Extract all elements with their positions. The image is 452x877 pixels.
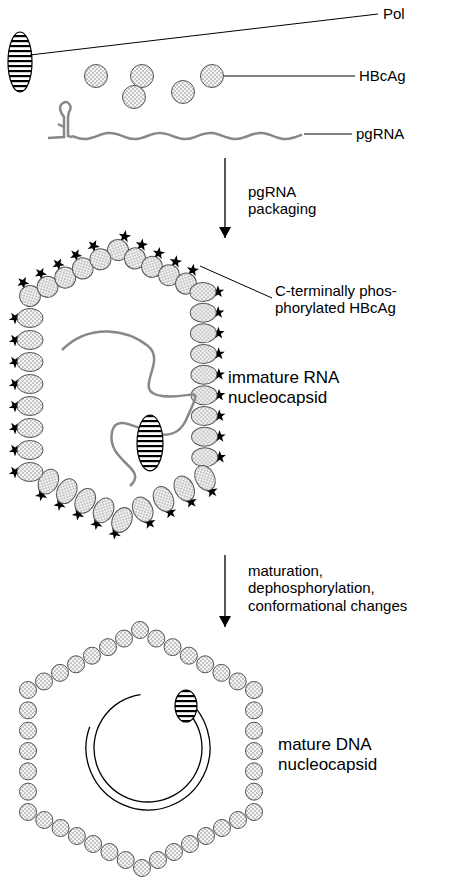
capsid-subunit: [246, 722, 263, 739]
core-protein-dimer: [123, 86, 146, 109]
capsid-subunit: [17, 419, 43, 438]
capsid-subunit: [150, 852, 167, 869]
capsid-subunit: [132, 622, 149, 639]
capsid-subunit: [164, 639, 181, 656]
arrow-label: maturation, dephosphorylation, conformat…: [248, 562, 423, 614]
capsid-subunit: [191, 427, 217, 446]
capsid-subunit: [214, 820, 231, 837]
capsid-subunit: [116, 630, 133, 647]
polymerase-ellipse: [8, 32, 32, 92]
immature-capsid: [9, 230, 226, 540]
leader-line: [224, 76, 355, 77]
leader-line: [200, 266, 272, 298]
polymerase-ellipse: [175, 690, 197, 722]
capsid-subunit: [128, 494, 157, 526]
capsid-subunit: [246, 763, 263, 780]
capsid-subunit: [68, 656, 85, 673]
capsid-subunit: [191, 406, 217, 425]
capsid-subunit: [101, 844, 118, 861]
capsid-subunit: [117, 852, 134, 869]
component-group: PolHBcAg pgRNA: [0, 0, 452, 158]
capsid-subunit: [246, 702, 263, 719]
component-label: Pol: [383, 5, 443, 22]
capsid-subunit: [20, 763, 37, 780]
capsid-subunit: [20, 743, 37, 760]
capsid-subunit: [229, 673, 246, 690]
capsid-subunit: [52, 664, 69, 681]
capsid-subunit: [246, 804, 263, 821]
callout-label: C-terminally phos- phorylated HBcAg: [275, 282, 405, 317]
leader-line: [304, 134, 352, 135]
capsid-subunit: [68, 828, 85, 845]
capsid-subunit: [20, 783, 37, 800]
core-protein-dimer: [172, 81, 195, 104]
capsid-subunit: [166, 844, 183, 861]
capsid-subunit: [17, 309, 43, 328]
core-protein-dimer: [85, 65, 108, 88]
capsid-subunit: [190, 324, 216, 343]
capsid-subunit: [190, 303, 216, 322]
capsid-subunit: [192, 448, 218, 467]
process-arrow: [224, 555, 225, 627]
capsid-subunit: [246, 743, 263, 760]
rna-stem-loop: [48, 102, 72, 138]
capsid-subunit: [84, 647, 101, 664]
capsid-subunit: [52, 820, 69, 837]
capsid-subunit: [246, 682, 263, 699]
capsid-subunit: [198, 828, 215, 845]
mature-capsid: [20, 622, 263, 877]
capsid-subunit: [246, 783, 263, 800]
capsid-subunit: [134, 860, 151, 877]
component-label: pgRNA: [356, 125, 441, 142]
core-protein-dimer: [201, 65, 224, 88]
capsid-subunit: [191, 344, 217, 363]
capsid-subunit: [36, 673, 53, 690]
nucleocapsid-title: mature DNA nucleocapsid: [278, 735, 398, 774]
capsid-subunit: [20, 702, 37, 719]
capsid-subunit: [17, 441, 43, 460]
process-arrow: [224, 158, 225, 238]
capsid-subunit: [213, 664, 230, 681]
capsid-subunit: [17, 353, 43, 372]
core-protein-group: [85, 65, 224, 109]
capsid-subunit: [149, 483, 178, 515]
leader-line: [30, 14, 378, 55]
capsid-subunit: [148, 630, 165, 647]
capsid-subunit: [86, 245, 114, 273]
capsid-subunit: [180, 647, 197, 664]
nucleocapsid-title: immature RNA nucleocapsid: [228, 368, 348, 407]
capsid-subunit: [197, 656, 214, 673]
capsid-subunit: [190, 282, 216, 301]
capsid-subunit: [170, 473, 199, 505]
nucleocapsid-node: mature DNA nucleocapsid: [10, 627, 365, 875]
capsid-subunit: [85, 836, 102, 853]
capsid-subunit: [17, 463, 43, 482]
arrow-label: pgRNA packaging: [248, 183, 333, 218]
capsid-subunit: [191, 365, 217, 384]
capsid-subunit: [100, 639, 117, 656]
capsid-subunit: [182, 836, 199, 853]
capsid-subunit: [20, 682, 37, 699]
component-label: HBcAg: [359, 67, 444, 84]
capsid-subunit: [230, 812, 247, 829]
core-protein-dimer: [131, 65, 154, 88]
capsid-subunit: [20, 722, 37, 739]
polymerase-ellipse: [137, 415, 163, 471]
capsid-subunit: [36, 812, 53, 829]
capsid-subunit: [20, 804, 37, 821]
rna-genome: [62, 331, 195, 486]
capsid-subunit: [17, 331, 43, 350]
capsid-subunit: [17, 397, 43, 416]
pgrna-strand: [72, 133, 302, 139]
capsid-subunit: [17, 375, 43, 394]
capsid-subunit: [191, 462, 220, 494]
